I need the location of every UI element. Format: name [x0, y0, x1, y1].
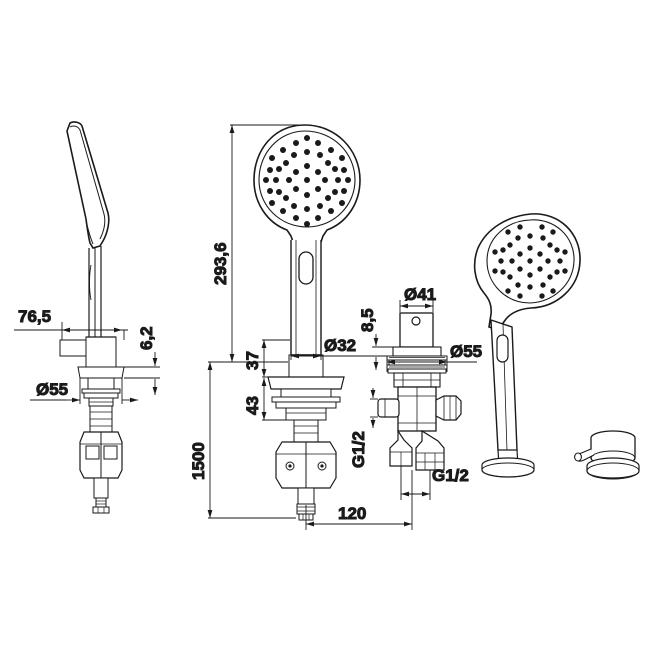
- dim-label-120: 120: [338, 504, 366, 523]
- outlet-cartridge-block: [275, 441, 337, 489]
- dim-label-8-5: 8,5: [358, 308, 377, 332]
- iso-spray-hole-pattern: [492, 224, 568, 299]
- valve-bottom-right-inlet: [415, 429, 445, 471]
- hand-shower-outlet-view: 293,6 Ø32 37 43 1500: [189, 124, 413, 530]
- dim-outlet-above-deck: [261, 339, 290, 378]
- valve-main-block: [397, 386, 437, 432]
- outlet-escutcheon: [267, 376, 345, 421]
- dim-label-dia-32: Ø32: [324, 336, 356, 355]
- dim-label-43: 43: [243, 396, 262, 415]
- wall-bracket-view: [574, 430, 640, 480]
- iso-shower-mode-button: [496, 334, 509, 363]
- dim-valve-cap-height: [372, 334, 398, 370]
- valve-body-view: Ø41 8,5 Ø55 G1/2: [349, 285, 483, 500]
- valve-right-hex-fitting: [435, 395, 462, 421]
- handle-cartridge-block: [79, 431, 123, 479]
- dim-handle-escutcheon-dia: [30, 378, 138, 404]
- lever-shank: [88, 246, 102, 340]
- valve-left-outlet: [377, 398, 400, 418]
- dim-label-dia-55-valve: Ø55: [450, 342, 482, 361]
- dim-spacing-120: [305, 470, 413, 530]
- dim-shower-stem-dia: [290, 347, 372, 360]
- valve-cap-hole: [411, 316, 421, 326]
- shower-grip: [290, 240, 322, 356]
- spray-hole-pattern: [263, 135, 351, 227]
- dim-handle-offset: [14, 322, 128, 340]
- valve-bottom-left-inlet: [389, 429, 413, 467]
- dim-valve-escutcheon-dia: [386, 359, 477, 372]
- dim-label-g12-bottom: G1/2: [432, 466, 469, 485]
- lever-arm: [66, 121, 110, 249]
- handle-tail-nipple: [92, 477, 110, 514]
- dim-label-dia-41: Ø41: [404, 285, 436, 304]
- dim-label-1500: 1500: [189, 442, 208, 480]
- handle-escutcheon: [77, 366, 125, 407]
- handle-boss: [59, 336, 117, 368]
- dim-label-76-5: 76,5: [18, 307, 51, 326]
- dim-label-6-2: 6,2: [137, 326, 156, 350]
- valve-cap: [399, 312, 434, 348]
- handle-lower-body: [89, 405, 113, 433]
- outlet-lower-stem: [293, 419, 319, 443]
- shower-head: [253, 124, 361, 246]
- dim-label-37: 37: [243, 351, 262, 370]
- dim-label-g12-left: G1/2: [349, 431, 368, 468]
- dim-label-293-6: 293,6: [211, 242, 230, 285]
- iso-shower-base: [481, 457, 535, 478]
- dim-valve-inlet-bottom: [400, 466, 431, 500]
- hand-shower-iso-view: [473, 213, 581, 478]
- dim-label-dia-55-left: Ø55: [36, 380, 68, 399]
- shower-hose-connector: [288, 354, 324, 378]
- shower-mode-button: [298, 251, 314, 285]
- valve-escutcheon: [386, 346, 448, 388]
- iso-shower-head: [473, 213, 581, 331]
- iso-shower-grip: [490, 319, 519, 467]
- dim-valve-inlet-left: [370, 388, 378, 428]
- dim-hose-length: [207, 361, 296, 519]
- dim-valve-cap-dia: [399, 300, 434, 312]
- lever-handle-view: 76,5 6,2 Ø55: [14, 121, 160, 514]
- dim-outlet-below-deck: [261, 378, 286, 421]
- dim-handle-plate-height: [124, 352, 160, 395]
